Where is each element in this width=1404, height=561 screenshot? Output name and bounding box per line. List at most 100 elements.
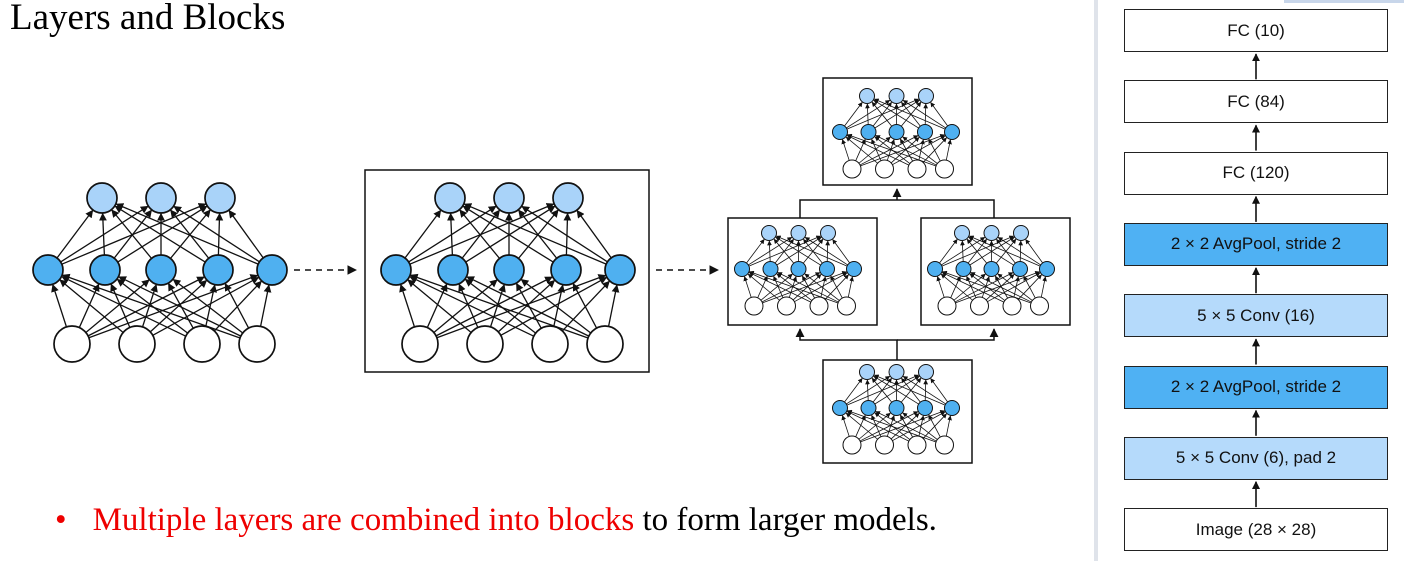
- right-block-network: [927, 225, 1055, 316]
- blocks-diagram: [32, 77, 1071, 464]
- layer-label: 5 × 5 Conv (16): [1197, 305, 1315, 325]
- connector-bottom-right: [897, 328, 999, 341]
- connection-edge: [458, 283, 479, 328]
- connection-edge: [968, 236, 1014, 266]
- input-neuron: [907, 435, 927, 455]
- connection-edge: [215, 212, 224, 256]
- hidden-neuron: [145, 254, 177, 286]
- hidden-neuron: [860, 400, 877, 416]
- connection-edge: [409, 276, 535, 337]
- connection-edge: [521, 205, 608, 263]
- connection-edge: [859, 135, 919, 166]
- input-neuron: [809, 296, 829, 316]
- hidden-neuron: [846, 261, 862, 277]
- connection-edge: [426, 283, 448, 328]
- connection-edge: [409, 203, 555, 265]
- hidden-neuron: [380, 254, 412, 286]
- layer-label: 2 × 2 AvgPool, stride 2: [1170, 377, 1342, 396]
- hidden-neuron: [832, 400, 848, 416]
- right-block-frame: [920, 217, 1071, 326]
- connection-edge: [60, 205, 149, 263]
- hidden-neuron: [927, 261, 943, 277]
- connection-edge: [746, 239, 765, 264]
- connection-edge: [859, 411, 919, 442]
- layer-box-plain: FC (120): [1124, 151, 1388, 195]
- hidden-neuron: [944, 124, 960, 140]
- hidden-neuron: [1039, 261, 1055, 277]
- connection-edge: [436, 274, 607, 339]
- hidden-neuron: [944, 400, 960, 416]
- output-neuron: [888, 88, 905, 104]
- connection-edge: [968, 235, 1041, 267]
- hidden-neuron: [493, 254, 525, 286]
- input-neuron: [907, 159, 927, 179]
- top-block-frame: [822, 77, 973, 186]
- layers-network: [32, 182, 288, 363]
- connection-edge: [114, 205, 206, 263]
- connection-edge: [855, 414, 866, 437]
- connector-bottom-left: [795, 328, 898, 360]
- connection-edge: [213, 280, 262, 332]
- panel-top-accent: [1284, 0, 1404, 3]
- output-neuron: [145, 182, 177, 214]
- connection-edge: [61, 203, 207, 265]
- input-neuron: [183, 325, 221, 363]
- hidden-neuron: [983, 261, 1000, 277]
- connection-edge: [563, 212, 572, 256]
- left-block-frame: [727, 217, 878, 326]
- connection-edge: [902, 376, 946, 405]
- connection-edge: [466, 276, 590, 337]
- hidden-neuron: [550, 254, 582, 286]
- connection-edge: [777, 272, 839, 303]
- block-network: [380, 182, 636, 363]
- connection-edge: [997, 273, 1033, 301]
- connection-edge: [860, 134, 945, 167]
- output-neuron: [493, 182, 525, 214]
- connection-edge: [773, 275, 784, 298]
- output-neuron: [761, 225, 777, 241]
- input-neuron: [935, 159, 954, 179]
- output-neuron: [820, 225, 836, 241]
- input-neuron: [531, 325, 569, 363]
- output-neuron: [859, 364, 875, 380]
- hidden-neuron: [917, 124, 933, 140]
- output-neuron: [918, 88, 934, 104]
- connection-edge: [865, 379, 870, 401]
- connection-edge: [435, 276, 553, 337]
- connection-edge: [228, 209, 264, 259]
- input-neuron: [1002, 296, 1022, 316]
- bottom-block-network: [832, 364, 960, 455]
- connection-edge: [515, 282, 542, 329]
- input-neuron: [935, 435, 954, 455]
- input-neuron: [937, 296, 957, 316]
- hidden-neuron: [917, 400, 933, 416]
- connection-edge: [873, 375, 919, 405]
- left-block-network: [734, 225, 862, 316]
- input-neuron: [586, 325, 624, 363]
- connection-edge: [873, 374, 946, 406]
- connection-edge: [115, 203, 259, 265]
- connection-edge: [518, 209, 558, 259]
- connection-edge: [841, 415, 850, 437]
- connection-edge: [773, 238, 795, 264]
- hidden-neuron: [734, 261, 750, 277]
- connection-edge: [85, 279, 150, 333]
- output-neuron: [1013, 225, 1029, 241]
- connection-edge: [794, 272, 848, 303]
- connection-edge: [747, 273, 780, 301]
- connection-edge: [960, 240, 965, 262]
- connection-edge: [775, 236, 821, 266]
- connection-edge: [845, 136, 878, 164]
- input-neuron: [53, 325, 91, 363]
- connection-edge: [970, 272, 1032, 303]
- connection-edge: [940, 273, 973, 301]
- connection-edge: [945, 415, 952, 437]
- layer-label: Image (28 × 28): [1195, 519, 1317, 539]
- connection-edge: [969, 236, 1015, 266]
- output-neuron: [86, 182, 118, 214]
- connection-edge: [953, 273, 986, 301]
- connection-edge: [846, 411, 910, 442]
- connection-edge: [170, 209, 210, 259]
- connection-edge: [936, 276, 945, 298]
- connection-edge: [407, 279, 472, 333]
